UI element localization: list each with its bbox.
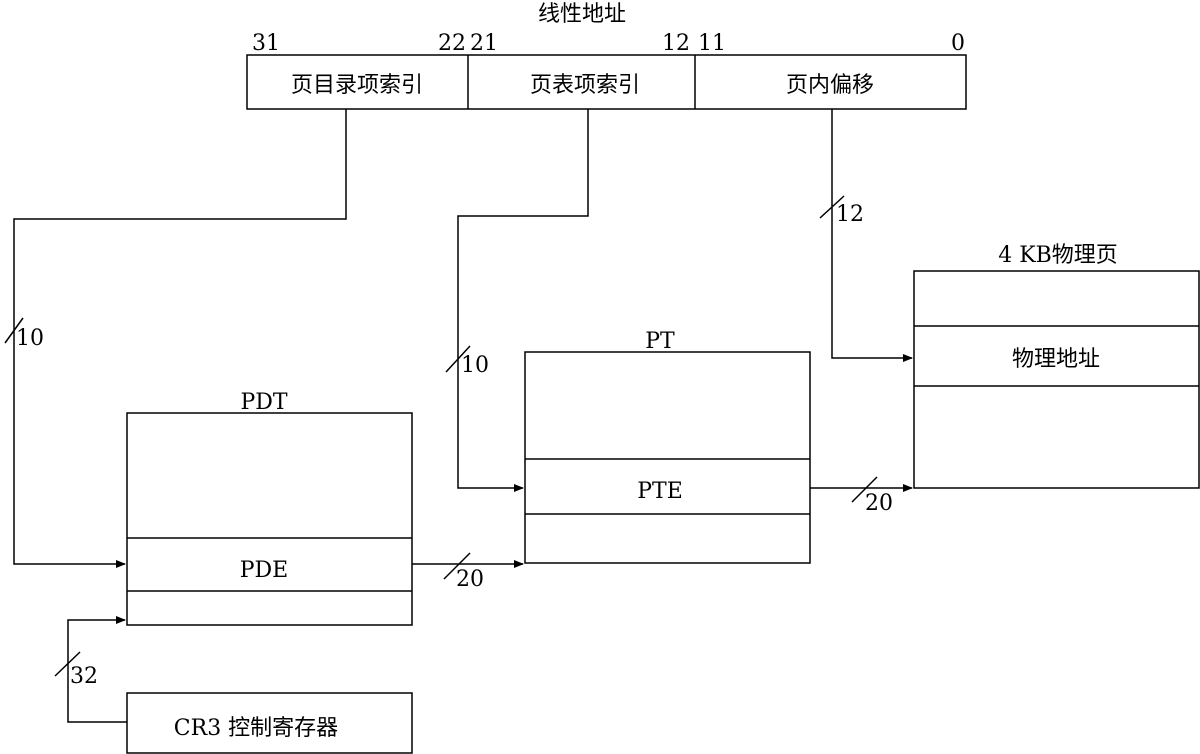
physical-page: 4 KB物理页 物理地址 [913, 243, 1200, 489]
offset-field: 页内偏移 [786, 73, 874, 98]
cr3-bus-slash [54, 651, 81, 677]
dir-index-bus-slash [4, 317, 24, 344]
table-index-field: 页表项索引 [530, 73, 640, 98]
pde-to-pt-bus-slash [443, 552, 471, 580]
bit-label-11: 11 [698, 31, 726, 56]
pt-title: PT [645, 329, 675, 354]
offset-bus-slash [819, 195, 845, 219]
physical-address-entry: 物理地址 [1012, 347, 1100, 372]
pt-table: PT PTE [524, 329, 811, 564]
table-index-bus-slash [445, 345, 471, 373]
bit-label-21: 21 [470, 31, 498, 56]
pdt-title: PDT [240, 390, 287, 415]
pte-to-page-bus-width: 20 [865, 491, 893, 516]
pde-to-pt-bus-width: 20 [456, 567, 484, 592]
linear-address-title: 线性地址 [538, 2, 626, 27]
cr3-label: CR3 控制寄存器 [174, 716, 338, 741]
pde-entry: PDE [240, 558, 289, 583]
offset-bus-width: 12 [836, 202, 864, 227]
table-index-bus-width: 10 [461, 353, 489, 378]
cr3-bus-width: 32 [70, 664, 98, 689]
cr3-register: CR3 控制寄存器 [126, 692, 413, 754]
table-index-connector [457, 109, 589, 492]
offset-connector [831, 109, 913, 362]
dir-index-field: 页目录项索引 [291, 73, 423, 98]
bit-label-22: 22 [438, 31, 466, 56]
bit-label-12: 12 [662, 31, 690, 56]
bit-label-31: 31 [252, 31, 280, 56]
pte-entry: PTE [637, 479, 683, 504]
physical-page-title: 4 KB物理页 [998, 243, 1118, 268]
cr3-connector [67, 616, 127, 723]
dir-index-connector [13, 109, 347, 568]
bit-label-0: 0 [951, 31, 965, 56]
pdt-table: PDT PDE [126, 390, 413, 626]
dir-index-bus-width: 10 [16, 326, 44, 351]
linear-address-register: 页目录项索引 页表项索引 页内偏移 [246, 54, 967, 110]
pte-to-page-bus-slash [851, 476, 878, 503]
